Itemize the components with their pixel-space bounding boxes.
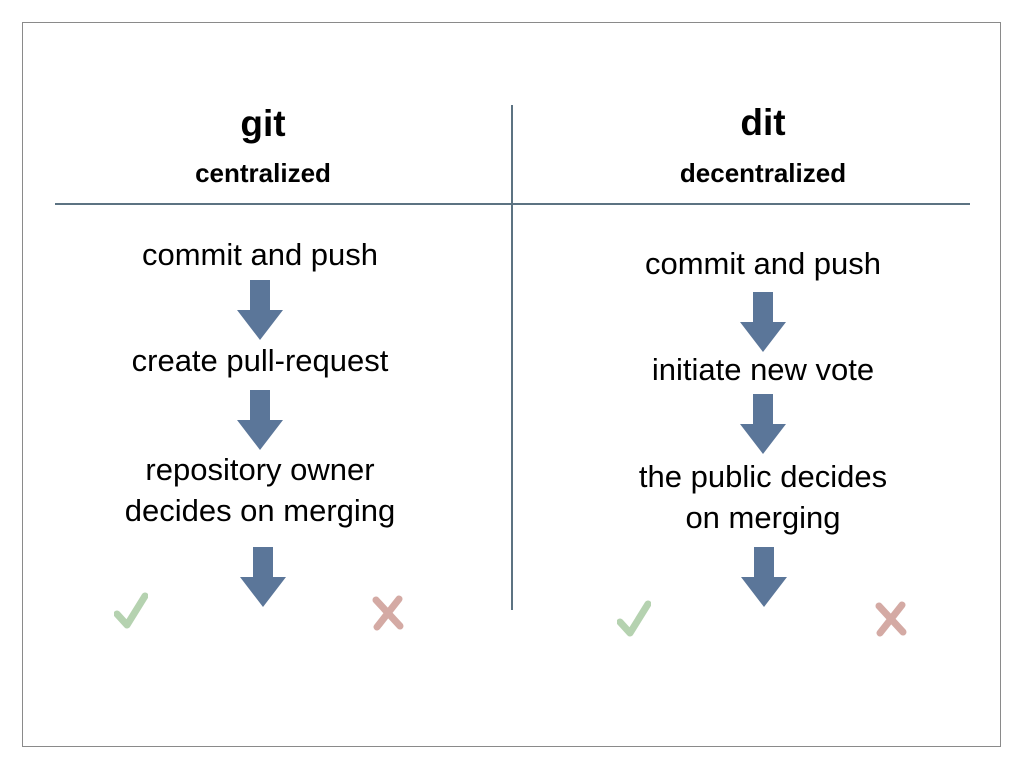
dit-title: dit xyxy=(740,102,786,143)
git-step-commit: commit and push xyxy=(141,237,379,272)
down-arrow-icon xyxy=(237,390,283,450)
cross-icon xyxy=(875,601,907,637)
down-arrow-icon xyxy=(741,547,787,607)
down-arrow-icon xyxy=(240,547,286,607)
down-arrow-icon xyxy=(740,394,786,454)
git-subtitle: centralized xyxy=(195,158,331,188)
git-step-owner-decides: repository owner decides on merging xyxy=(124,452,396,528)
column-divider xyxy=(511,105,513,610)
down-arrow-icon xyxy=(237,280,283,340)
dit-step-public-decides: the public decides on merging xyxy=(638,459,888,535)
header-divider xyxy=(55,203,970,205)
dit-step-commit: commit and push xyxy=(644,246,882,281)
git-title: git xyxy=(240,103,286,144)
down-arrow-icon xyxy=(740,292,786,352)
checkmark-icon xyxy=(114,592,148,629)
git-step-pull-request: create pull-request xyxy=(131,343,389,378)
dit-step-initiate-vote: initiate new vote xyxy=(651,352,875,387)
cross-icon xyxy=(372,595,404,631)
dit-subtitle: decentralized xyxy=(679,158,847,188)
checkmark-icon xyxy=(617,600,651,637)
